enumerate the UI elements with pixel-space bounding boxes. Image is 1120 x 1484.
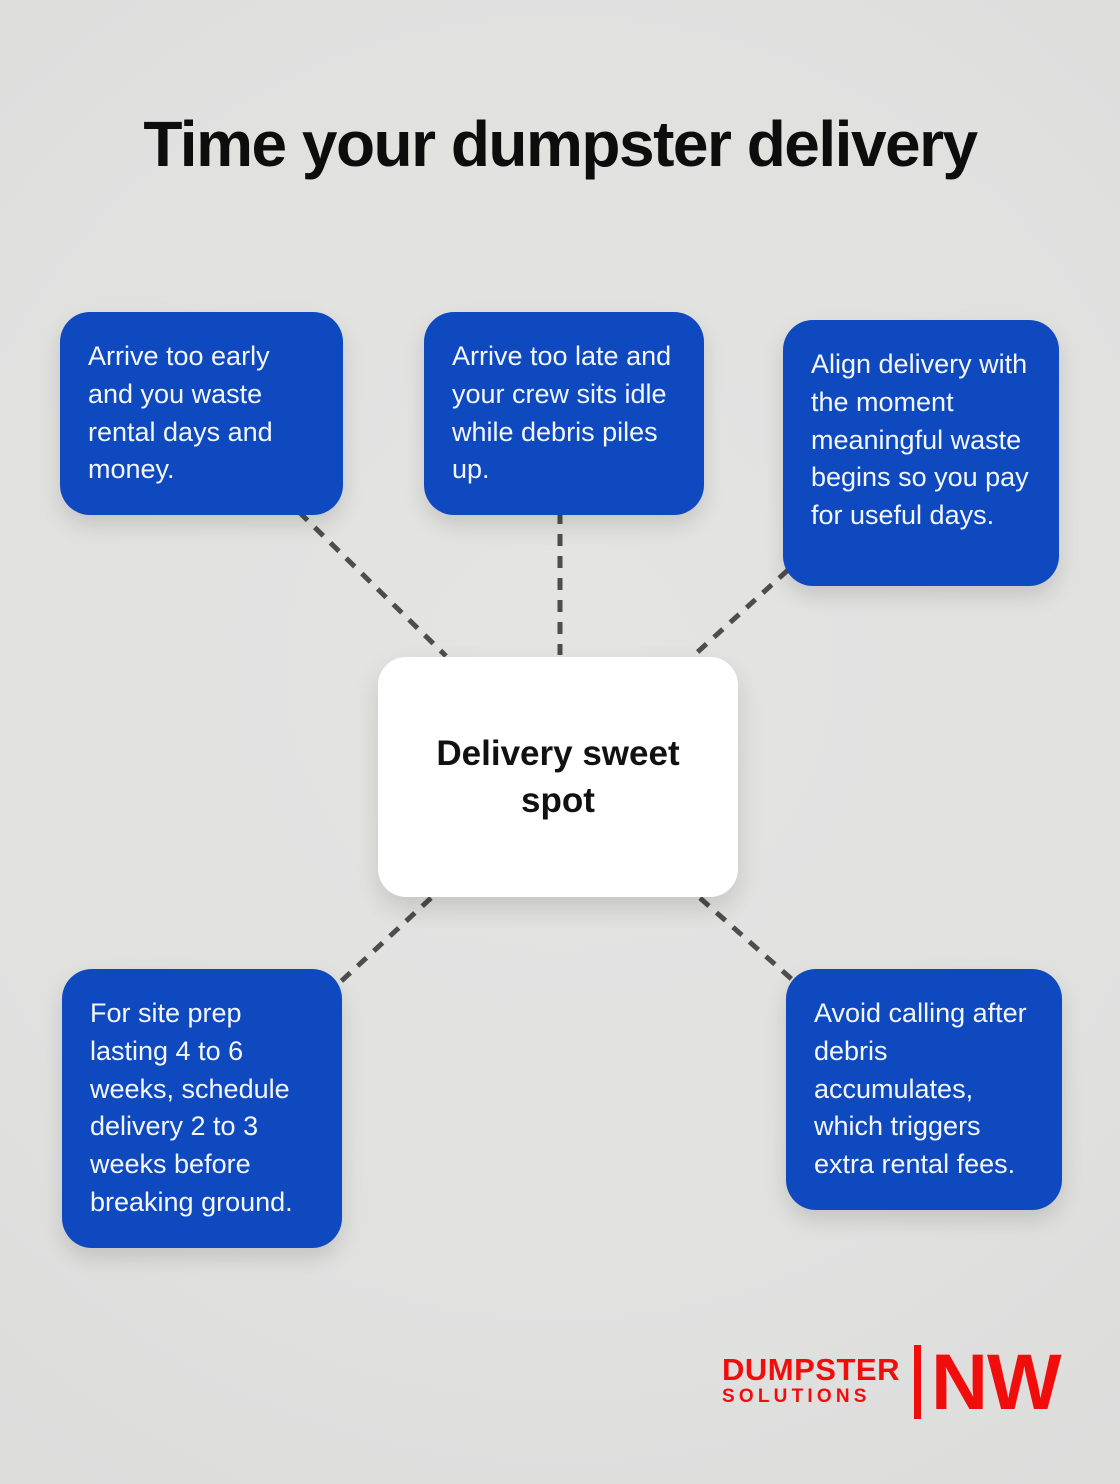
node-delivery-sweet-spot: Delivery sweet spot [378,657,738,897]
node-arrive-too-early: Arrive too early and you waste rental da… [60,312,343,516]
connector-bottom-right [698,896,798,985]
company-logo: DUMPSTER SOLUTIONS NW [722,1337,1062,1426]
connector-bottom-left [334,896,433,988]
connector-top-right [689,568,790,660]
logo-line-solutions: SOLUTIONS [722,1386,871,1408]
logo-wordmark: DUMPSTER SOLUTIONS [722,1351,900,1409]
logo-mark-nw: NW [930,1337,1062,1426]
node-site-prep-schedule: For site prep lasting 4 to 6 weeks, sche… [62,969,342,1248]
logo-divider-bar [913,1344,921,1419]
logo-line-dumpster: DUMPSTER [722,1351,900,1387]
infographic-title: Time your dumpster delivery [143,108,978,180]
node-avoid-calling-late: Avoid calling after debris accumulates, … [786,969,1062,1210]
node-align-delivery: Align delivery with the moment meaningfu… [783,320,1059,586]
node-arrive-too-late: Arrive too late and your crew sits idle … [424,312,704,516]
connector-top-left [297,510,448,658]
